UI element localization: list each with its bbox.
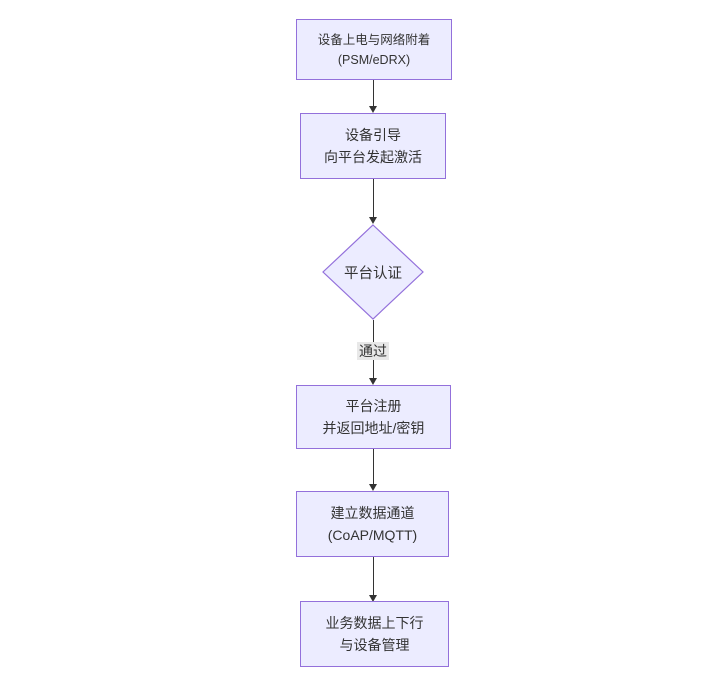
diamond-shape-icon <box>322 224 424 320</box>
node-text-line: (CoAP/MQTT) <box>327 527 418 543</box>
flow-node-power-network-attach: 设备上电与网络附着 (PSM/eDRX) <box>296 19 452 80</box>
arrow-shaft <box>372 449 374 484</box>
flow-node-device-bootstrap: 设备引导 向平台发起激活 <box>300 113 446 179</box>
node-text-line: 业务数据上下行 <box>325 615 424 631</box>
arrow-bootstrap-to-auth <box>369 179 378 224</box>
node-text-line: 平台注册 <box>345 398 402 414</box>
arrowhead-down-icon <box>369 484 377 491</box>
arrowhead-down-icon <box>369 106 377 113</box>
arrow-shaft <box>372 80 374 106</box>
arrowhead-down-icon <box>369 378 377 385</box>
node-text-line: 并返回地址/密钥 <box>322 420 425 436</box>
node-text-line: 建立数据通道 <box>330 505 415 521</box>
flow-node-platform-register: 平台注册 并返回地址/密钥 <box>296 385 451 449</box>
node-text-line: 与设备管理 <box>339 637 410 653</box>
arrow-shaft <box>372 179 374 217</box>
arrowhead-down-icon <box>369 595 377 602</box>
flow-node-data-channel: 建立数据通道 (CoAP/MQTT) <box>296 491 449 557</box>
arrow-register-to-channel <box>369 449 378 491</box>
node-text-line: 向平台发起激活 <box>324 149 422 165</box>
arrow-power-to-bootstrap <box>369 80 378 113</box>
arrowhead-down-icon <box>369 217 377 224</box>
arrow-shaft <box>372 557 374 595</box>
decision-label: 平台认证 <box>344 265 402 282</box>
flow-node-business-data: 业务数据上下行 与设备管理 <box>300 601 449 667</box>
edge-label-pass: 通过 <box>357 342 389 360</box>
decision-platform-auth: 平台认证 <box>322 224 424 320</box>
arrow-channel-to-business <box>369 557 378 602</box>
node-text-line: (PSM/eDRX) <box>337 52 411 67</box>
node-text-line: 设备引导 <box>345 127 401 143</box>
node-text-line: 设备上电与网络附着 <box>317 32 431 47</box>
